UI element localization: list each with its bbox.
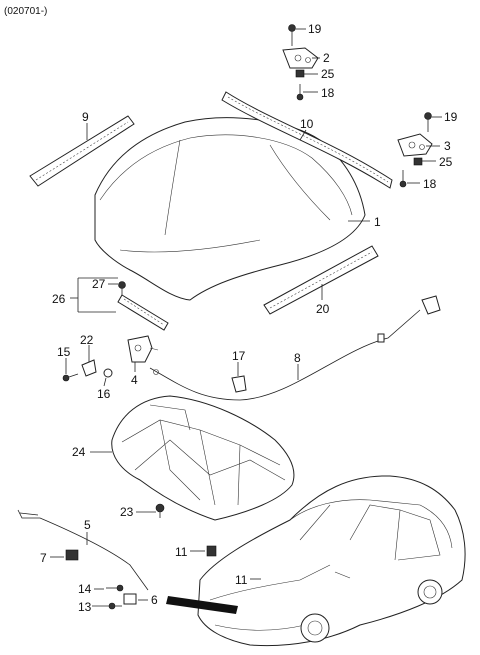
callout-24: 24 [72, 445, 86, 459]
callout-5: 5 [84, 518, 91, 532]
pointer-arrow [166, 596, 238, 614]
callout-4: 4 [131, 373, 138, 387]
callout-18-right: 18 [423, 177, 437, 191]
callout-19-top: 19 [308, 22, 322, 36]
callout-3: 3 [444, 139, 451, 153]
grommet-icon [103, 368, 113, 378]
bolt-icon [62, 373, 79, 382]
callout-10: 10 [300, 117, 314, 131]
latch-bracket [81, 359, 97, 377]
clip-icon [108, 602, 122, 610]
callout-16: 16 [97, 387, 111, 401]
cable-clip [231, 375, 247, 393]
hood-insulator [111, 395, 295, 521]
bolt-icon [296, 84, 304, 101]
callout-11-right: 11 [235, 573, 248, 587]
callout-25-top: 25 [321, 67, 335, 81]
nut-icon [413, 157, 423, 166]
callout-22: 22 [80, 333, 94, 347]
callout-20: 20 [316, 302, 330, 316]
hood-seal-left [29, 115, 135, 187]
callout-27: 27 [92, 277, 106, 291]
callout-25-right: 25 [439, 155, 453, 169]
callout-19-right: 19 [444, 110, 458, 124]
callout-17: 17 [232, 349, 246, 363]
release-cable [149, 295, 441, 401]
callout-15: 15 [57, 345, 71, 359]
bolt-icon [399, 170, 407, 188]
rod-grommet-icon [123, 593, 137, 605]
vehicle-outline [197, 475, 466, 647]
callout-8: 8 [294, 351, 301, 365]
bolt-icon [106, 584, 124, 592]
callout-1: 1 [374, 215, 381, 229]
diagram-header: (020701-) [4, 6, 47, 17]
hood-stopper-icon [206, 545, 217, 557]
insulator-clip-icon [155, 503, 165, 518]
hood-bumper-strip [117, 294, 169, 331]
callout-labels: 19 2 25 18 9 10 19 3 25 18 1 27 26 20 22… [40, 22, 458, 614]
callout-18-top: 18 [321, 86, 335, 100]
bolt-icon [424, 112, 432, 132]
bolt-icon [288, 24, 296, 46]
hood-hinge-left [282, 47, 319, 69]
callout-9: 9 [82, 110, 89, 124]
hood-support-rod [17, 509, 149, 591]
callout-14: 14 [78, 582, 92, 596]
callout-7: 7 [40, 551, 47, 565]
hood-weatherstrip [221, 91, 393, 189]
callout-23: 23 [120, 505, 134, 519]
leader-lines [50, 28, 442, 607]
hood-panel [94, 117, 366, 301]
hood-hinge-right [397, 133, 433, 157]
callout-26: 26 [52, 292, 66, 306]
hood-latch [127, 335, 159, 363]
callout-11-left: 11 [175, 545, 188, 559]
rod-holder-icon [65, 549, 79, 561]
callout-13: 13 [78, 600, 92, 614]
bumper-clip-icon [118, 281, 126, 295]
hood-seal-right [263, 245, 379, 315]
callout-2: 2 [323, 51, 330, 65]
callout-6: 6 [151, 593, 158, 607]
nut-icon [295, 69, 305, 78]
